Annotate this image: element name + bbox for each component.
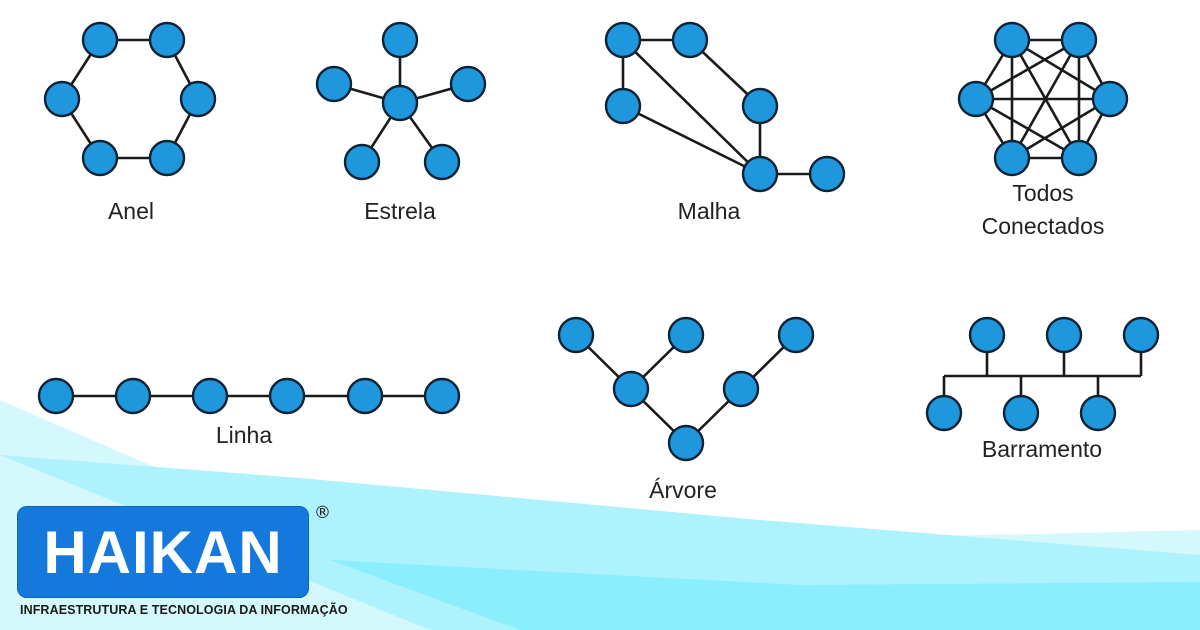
malha-edge-5 (622, 104, 761, 176)
todos-edge-12 (1011, 97, 1111, 160)
barramento-node-top-0 (968, 316, 1006, 354)
label-malha: Malha (678, 198, 741, 224)
estrela-node-4 (343, 143, 381, 181)
label-estrela: Estrela (364, 198, 436, 224)
arvore-node-4 (722, 370, 760, 408)
barramento-node-top-1 (1045, 316, 1083, 354)
todos-node-2 (957, 80, 995, 118)
malha-edge-4 (622, 39, 761, 175)
todos-node-4 (993, 139, 1031, 177)
anel-node-3 (179, 80, 217, 118)
malha-node-0 (604, 21, 642, 59)
label-conectados: Conectados (982, 213, 1105, 239)
wave-bright (330, 560, 1200, 630)
brand-tagline: INFRAESTRUTURA E TECNOLOGIA DA INFORMAÇÃ… (20, 603, 348, 617)
arvore-node-3 (612, 370, 650, 408)
arvore-node-1 (667, 316, 705, 354)
todos-node-5 (1060, 139, 1098, 177)
barramento-node-bottom-2 (1079, 394, 1117, 432)
estrela-node-5 (423, 143, 461, 181)
arvore-node-2 (777, 316, 815, 354)
anel-node-1 (148, 21, 186, 59)
linha-node-2 (191, 377, 229, 415)
estrela-node-0 (381, 84, 419, 122)
malha-node-5 (808, 155, 846, 193)
linha-node-5 (423, 377, 461, 415)
malha-node-3 (741, 87, 779, 125)
arvore-node-5 (667, 424, 705, 462)
todos-edge-5 (975, 38, 1080, 101)
todos-node-1 (1060, 21, 1098, 59)
barramento-node-bottom-0 (925, 394, 963, 432)
malha-node-2 (604, 87, 642, 125)
label-anel: Anel (108, 198, 154, 224)
estrela-node-3 (449, 65, 487, 103)
todos-node-0 (993, 21, 1031, 59)
linha-node-4 (346, 377, 384, 415)
anel-node-0 (81, 21, 119, 59)
anel-node-5 (148, 139, 186, 177)
registered-mark: ® (314, 503, 331, 523)
label-arvore: Árvore (649, 477, 717, 503)
linha-node-0 (37, 377, 75, 415)
logo-wordmark: HAIKAN (43, 518, 283, 586)
malha-node-1 (671, 21, 709, 59)
todos-node-3 (1091, 80, 1129, 118)
malha-node-4 (741, 155, 779, 193)
label-linha: Linha (216, 422, 272, 448)
label-barramento: Barramento (982, 436, 1102, 462)
barramento-node-bottom-1 (1002, 394, 1040, 432)
anel-node-4 (81, 139, 119, 177)
arvore-node-0 (557, 316, 595, 354)
barramento-node-top-2 (1122, 316, 1160, 354)
diagram-nodes (37, 21, 1160, 462)
label-todos: Todos (1012, 180, 1073, 206)
estrela-node-2 (315, 65, 353, 103)
estrela-node-1 (381, 21, 419, 59)
linha-node-1 (114, 377, 152, 415)
linha-node-3 (268, 377, 306, 415)
todos-edge-11 (975, 97, 1080, 160)
haikan-logo: HAIKAN (17, 506, 309, 598)
anel-node-2 (43, 80, 81, 118)
